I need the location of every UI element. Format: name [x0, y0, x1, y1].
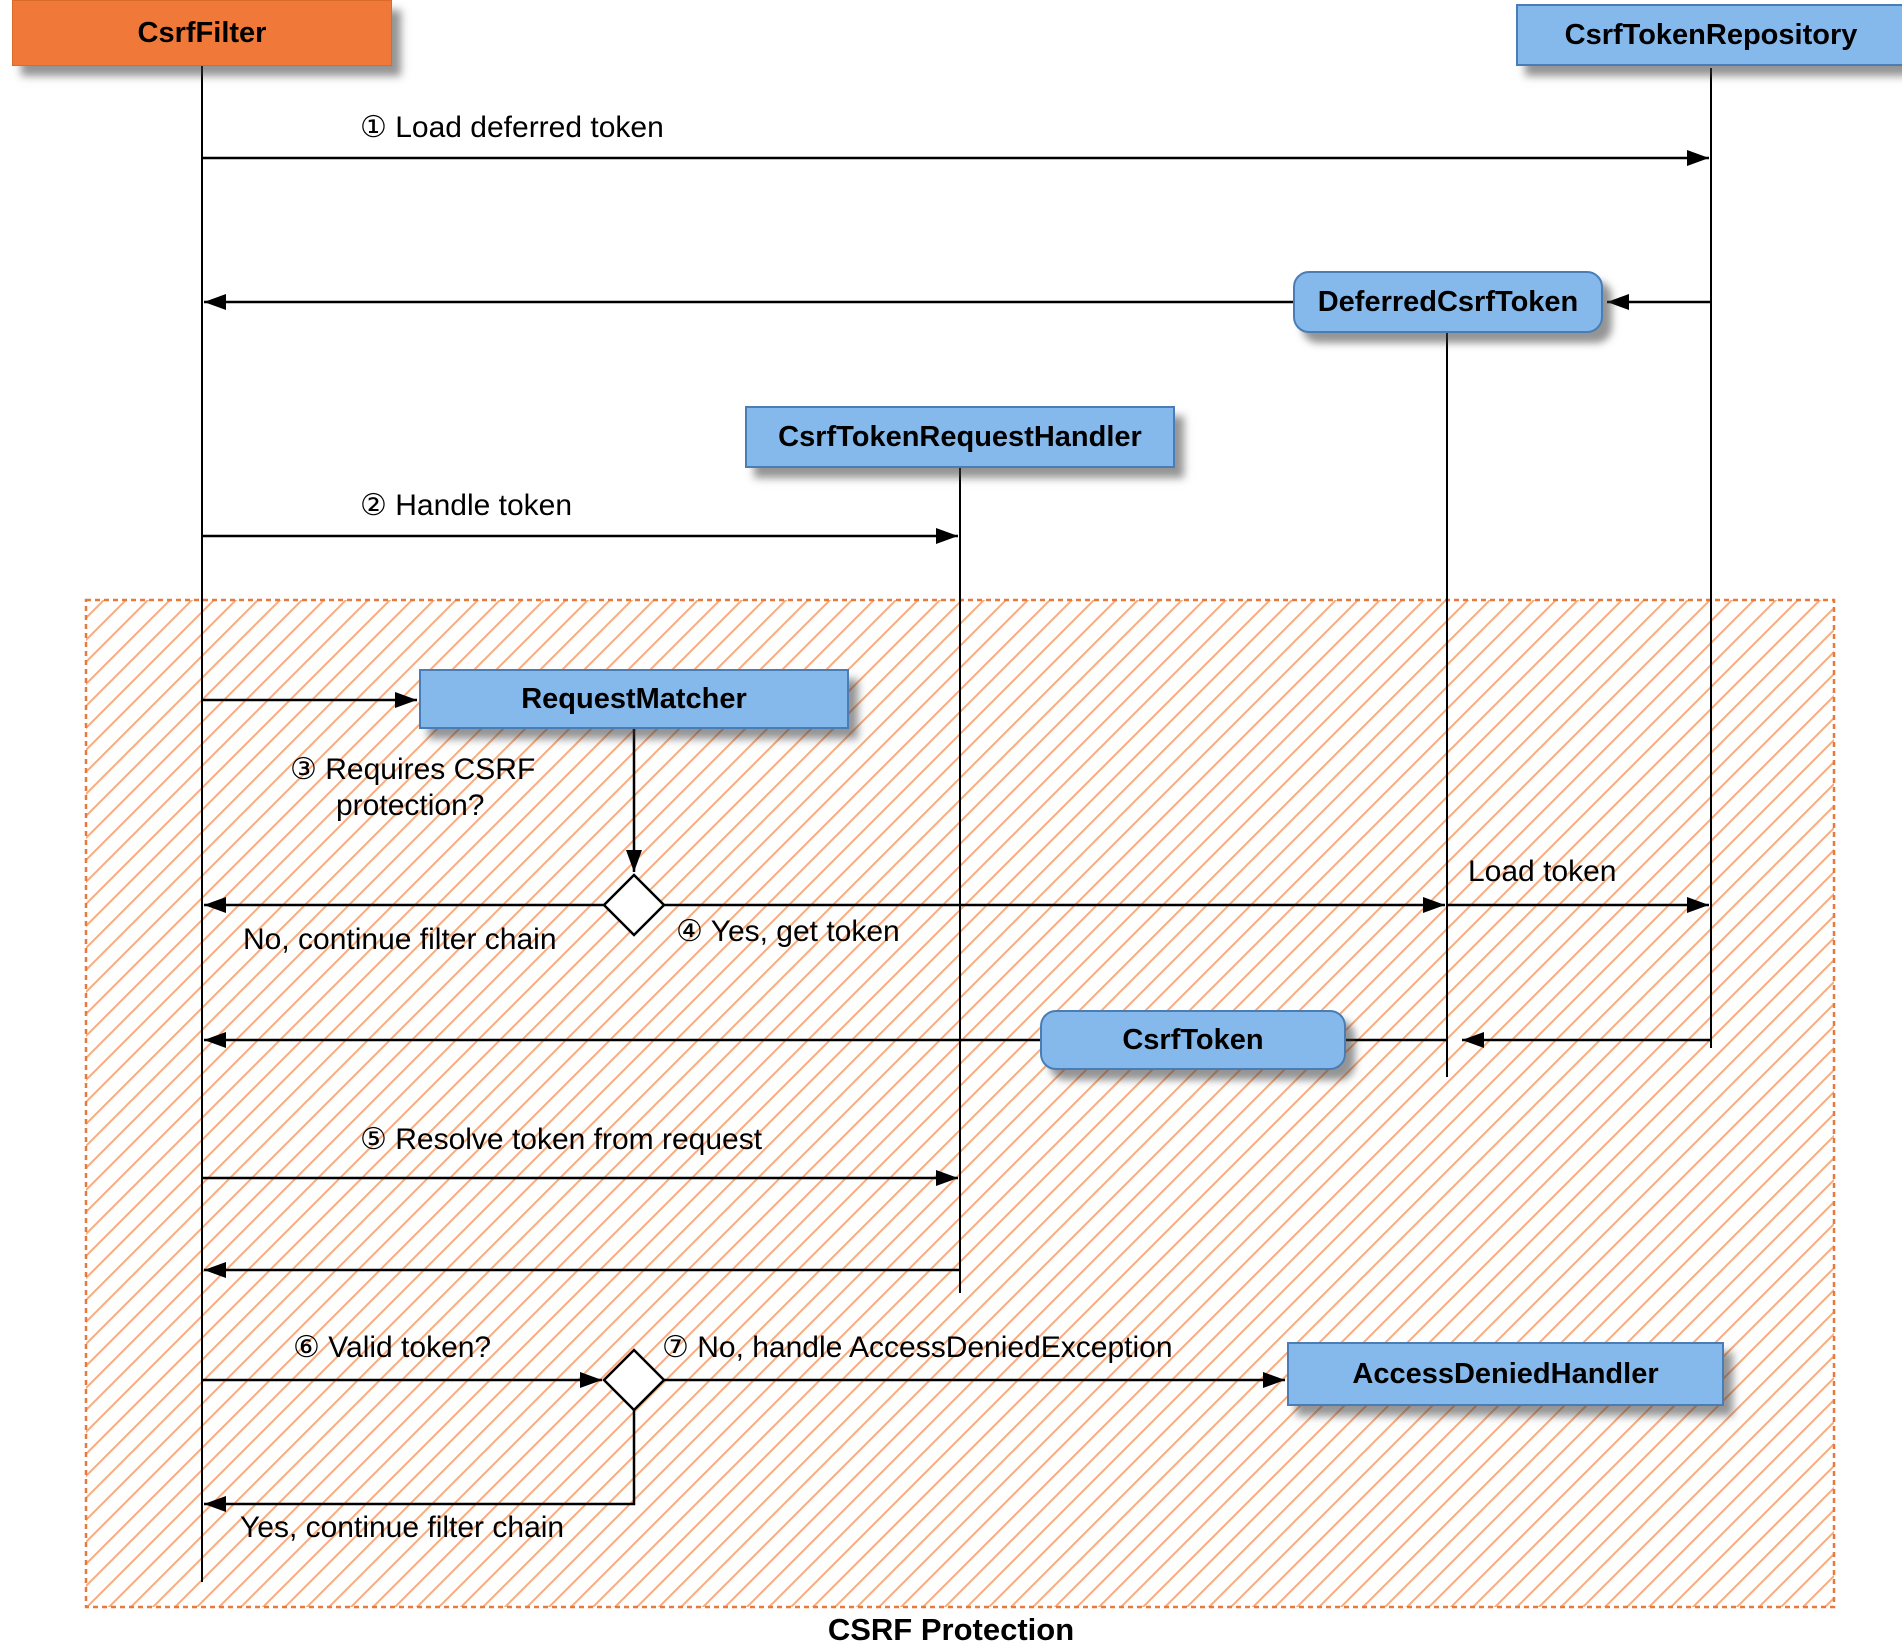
arrow-yes-continue-filter-chain — [204, 1410, 636, 1512]
csrf-token-box: CsrfToken — [1040, 1010, 1346, 1070]
deferred-csrf-token-box: DeferredCsrfToken — [1293, 271, 1603, 333]
message-load-deferred-token: ① Load deferred token — [360, 111, 664, 144]
message-requires-csrf-protection: ③ Requires CSRF protection? — [290, 753, 536, 822]
request-matcher-box: RequestMatcher — [419, 669, 849, 729]
message-yes-get-token: ④ Yes, get token — [676, 915, 900, 948]
message-no-continue-filter-chain: No, continue filter chain — [243, 923, 557, 956]
decision-requires-csrf-diamond — [602, 873, 666, 937]
message-load-token: Load token — [1468, 855, 1617, 888]
message-resolve-token: ⑤ Resolve token from request — [360, 1123, 763, 1156]
message-valid-token: ⑥ Valid token? — [293, 1331, 492, 1364]
diagram-title: CSRF Protection — [827, 1612, 1075, 1647]
message-yes-continue-filter-chain: Yes, continue filter chain — [240, 1511, 565, 1544]
decision-valid-token-diamond — [602, 1348, 666, 1412]
message-handle-token: ② Handle token — [360, 489, 573, 522]
access-denied-handler-box: AccessDeniedHandler — [1287, 1342, 1724, 1406]
csrf-token-request-handler-box: CsrfTokenRequestHandler — [745, 406, 1175, 468]
csrf-token-repository-box: CsrfTokenRepository — [1516, 4, 1902, 66]
message-no-handle-access-denied: ⑦ No, handle AccessDeniedException — [662, 1331, 1173, 1364]
csrf-filter-box: CsrfFilter — [12, 0, 392, 66]
